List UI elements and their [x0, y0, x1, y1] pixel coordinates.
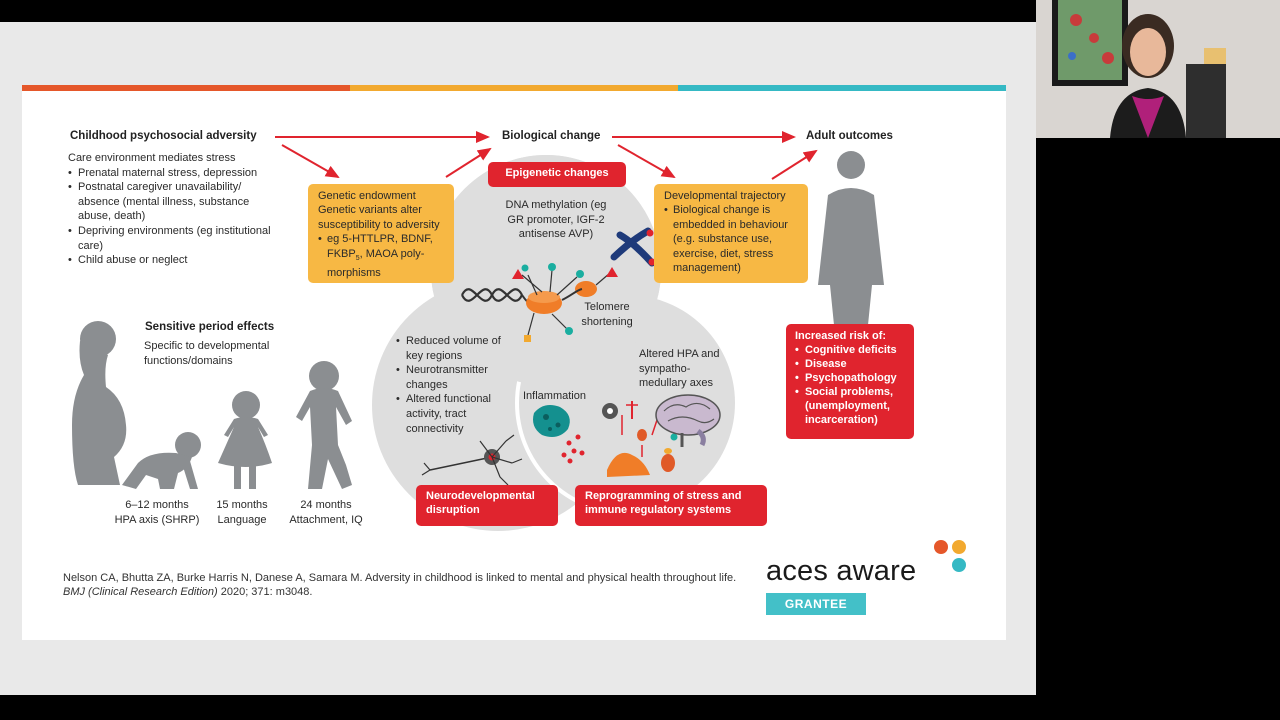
logo-aces: aces: [766, 555, 829, 587]
adversity-item: Depriving environments (eg institutional…: [68, 224, 284, 253]
sensitive-period-title: Sensitive period effects: [145, 321, 275, 333]
age-domain: HPA axis (SHRP): [114, 514, 200, 526]
stripe-amber: [350, 85, 678, 91]
risk-item: •Disease: [795, 358, 847, 370]
brain-icon: [655, 394, 721, 447]
age-caption: 24 months Attachment, IQ: [278, 498, 374, 528]
age-domain: Language: [217, 514, 267, 526]
citation: Nelson CA, Bhutta ZA, Burke Harris N, Da…: [63, 571, 743, 599]
developmental-title: Developmental trajectory: [664, 190, 786, 202]
age-label: 6–12 months: [125, 499, 189, 511]
age-label: 24 months: [300, 499, 352, 511]
biological-header: Biological change: [502, 130, 601, 142]
chromosome-icon: [610, 227, 656, 267]
epigenetic-changes-label: Epigenetic changes: [488, 162, 626, 187]
risk-item-text: Cognitive deficits: [805, 344, 897, 356]
arrow-down-left: [281, 144, 340, 178]
neuron-icon: [421, 434, 523, 486]
logo-aware: aware: [836, 555, 917, 587]
sensitive-period-subtitle: Specific to developmental functions/doma…: [144, 340, 270, 367]
risk-title: Increased risk of:: [795, 330, 887, 342]
neuro-item: Neurotransmitter changes: [396, 363, 506, 392]
logo-dot-amber: [952, 540, 966, 554]
adversity-item: Postnatal caregiver unavailability/ abse…: [68, 180, 284, 224]
genetic-item-text: eg 5-HTTLPR, BDNF, FKBP: [327, 233, 433, 260]
hpa-axis-icon: [602, 401, 678, 477]
developmental-trajectory-box: Developmental trajectory •Biological cha…: [654, 184, 808, 283]
risk-item: •Psychopathology: [795, 372, 897, 384]
grantee-badge: GRANTEE: [766, 593, 866, 615]
adult-header: Adult outcomes: [806, 130, 893, 142]
adversity-item: Prenatal maternal stress, depression: [68, 166, 284, 181]
neuro-list: Reduced volume of key regions Neurotrans…: [396, 334, 506, 436]
adversity-item: Child abuse or neglect: [68, 253, 284, 268]
increased-risk-box: Increased risk of: •Cognitive deficits •…: [786, 324, 914, 439]
age-label: 15 months: [216, 499, 268, 511]
age-caption: 6–12 months HPA axis (SHRP): [102, 498, 212, 528]
risk-item: •Cognitive deficits: [795, 344, 897, 356]
risk-item-text: Social problems, (unemployment, incarcer…: [805, 386, 894, 426]
adversity-list: Care environment mediates stress Prenata…: [68, 151, 284, 268]
inflammation-text: Inflammation: [523, 390, 586, 402]
crawling-baby-silhouette: [122, 432, 201, 489]
adversity-subtitle: Care environment mediates stress: [68, 152, 236, 164]
citation-text: Nelson CA, Bhutta ZA, Burke Harris N, Da…: [63, 572, 737, 584]
pregnant-woman-silhouette: [72, 321, 127, 485]
adversity-header: Childhood psychosocial adversity: [70, 130, 257, 142]
citation-journal: BMJ (Clinical Research Edition): [63, 586, 218, 598]
genetic-line1: Genetic endowment: [318, 190, 416, 202]
hpa-axes-text: Altered HPA and sympatho-medullary axes: [639, 348, 720, 390]
genetic-line2: Genetic variants alter susceptibility to…: [318, 204, 440, 231]
adult-silhouette: [818, 151, 884, 325]
risk-item: •Social problems, (unemployment, incarce…: [795, 386, 894, 426]
arrow-down-right: [617, 144, 676, 178]
stripe-orange-red: [22, 85, 350, 91]
age-caption: 15 months Language: [202, 498, 282, 528]
genetic-item-sub: 5: [355, 254, 360, 262]
aces-aware-logo: aces aware: [766, 555, 916, 588]
slide: Childhood psychosocial adversity Biologi…: [22, 85, 1006, 640]
logo-dot-orange: [934, 540, 948, 554]
neurodevelopmental-disruption-label: Neurodevelopmental disruption: [416, 485, 558, 526]
neuro-item: Altered functional activity, tract conne…: [396, 392, 506, 436]
genetic-item-end: , MAOA poly-morphisms: [327, 247, 425, 280]
developmental-item-text: Biological change is embedded in behavio…: [673, 204, 788, 275]
dna-icon: [461, 263, 618, 342]
logo-dot-teal: [952, 558, 966, 572]
neuro-item: Reduced volume of key regions: [396, 334, 506, 363]
citation-end: 2020; 371: m3048.: [217, 586, 313, 598]
dna-methylation-text: DNA methylation (eg GR promoter, IGF-2 a…: [505, 199, 607, 240]
immune-cell-icon: [533, 405, 585, 464]
toddler-silhouette: [218, 391, 272, 489]
genetic-endowment-box: Genetic endowment Genetic variants alter…: [308, 184, 454, 283]
developmental-item: •Biological change is embedded in behavi…: [664, 204, 788, 275]
epigenetic-circle-top: [431, 155, 661, 385]
risk-item-text: Disease: [805, 358, 847, 370]
arrow-up-left: [445, 147, 492, 178]
presenter-video-frame: [1036, 0, 1280, 138]
presenter-webcam[interactable]: [1036, 0, 1280, 138]
stripe-teal: [678, 85, 1006, 91]
reprogramming-label: Reprogramming of stress and immune regul…: [575, 485, 767, 526]
telomere-text: Telomere shortening: [581, 301, 633, 328]
age-domain: Attachment, IQ: [289, 514, 363, 526]
risk-item-text: Psychopathology: [805, 372, 897, 384]
arrow-up-right: [771, 149, 818, 180]
genetic-item: •eg 5-HTTLPR, BDNF, FKBP5, MAOA poly-mor…: [318, 233, 433, 280]
walking-child-silhouette: [296, 361, 352, 489]
